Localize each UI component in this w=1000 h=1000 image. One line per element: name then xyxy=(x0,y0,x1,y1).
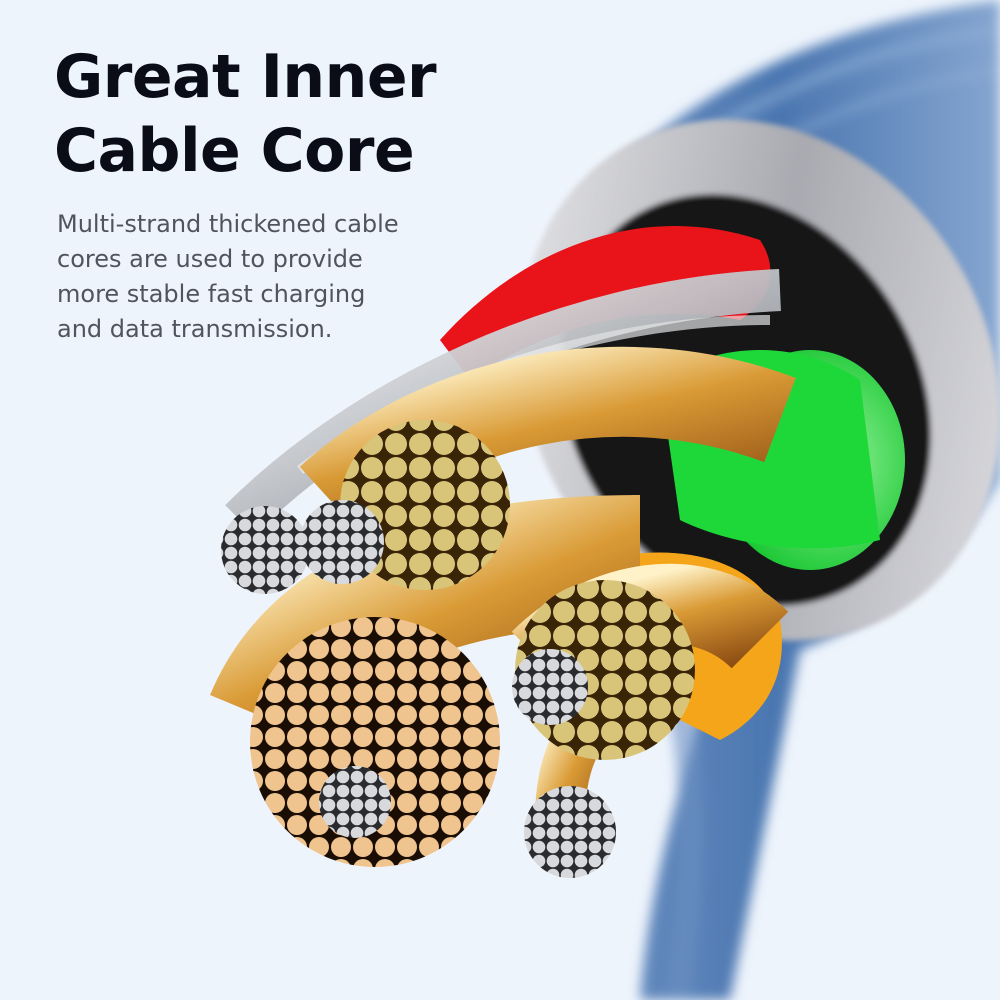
silver-strand-bundle-left xyxy=(221,506,309,594)
description-line-1: Multi-strand thickened cable xyxy=(57,210,399,238)
silver-strand-bundle-center xyxy=(319,766,391,838)
page-title: Great Inner Cable Core xyxy=(54,40,437,188)
description-line-4: and data transmission. xyxy=(57,315,333,343)
silver-strand-bundle-mid xyxy=(300,500,384,584)
headline-line-1: Great Inner xyxy=(54,42,437,112)
silver-strand-bundle-bottom xyxy=(524,786,616,878)
copper-strand-bundle xyxy=(250,617,500,867)
feature-description: Multi-strand thickened cable cores are u… xyxy=(57,207,457,347)
headline-line-2: Cable Core xyxy=(54,116,415,186)
silver-strand-bundle-right xyxy=(512,649,588,725)
description-line-2: cores are used to provide xyxy=(57,245,363,273)
description-line-3: more stable fast charging xyxy=(57,280,366,308)
